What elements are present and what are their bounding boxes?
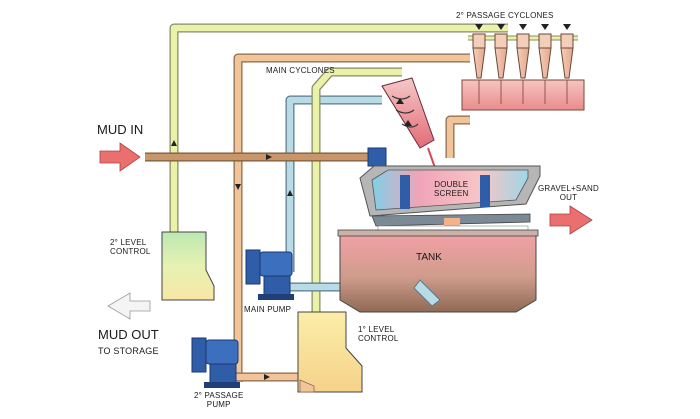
level-control-1 — [297, 311, 363, 393]
cyclone-row — [472, 33, 574, 79]
cyclone-4 — [538, 33, 552, 79]
main-cyclone — [381, 77, 441, 183]
mud-in-label: MUD IN — [97, 122, 144, 137]
main-pump — [245, 249, 294, 300]
mud-in-arrow — [99, 142, 141, 172]
double-screen-line-1: DOUBLE — [434, 180, 469, 189]
double-screen-label: DOUBLE SCREEN — [434, 180, 469, 198]
passage-cyclones-label: 2° PASSAGE CYCLONES — [456, 11, 554, 20]
cyclone-1 — [472, 33, 486, 79]
level-control-2-line-1: 2° LEVEL — [110, 238, 147, 247]
gravel-sand-line-1: GRAVEL+SAND — [538, 184, 599, 193]
cyclone-3 — [516, 33, 530, 79]
tank-label: TANK — [416, 252, 442, 263]
to-storage-label: TO STORAGE — [98, 346, 159, 356]
cyclone-5 — [560, 33, 574, 79]
level-control-1-line-2: CONTROL — [358, 334, 399, 344]
level-control-2 — [161, 231, 215, 301]
cyclone-2 — [494, 33, 508, 79]
level-control-2-label: 2° LEVEL CONTROL — [110, 238, 151, 256]
passage-cyclones — [461, 24, 585, 111]
double-screen — [359, 165, 541, 242]
tank — [337, 229, 539, 313]
level-control-1-label: 1° LEVEL CONTROL — [358, 325, 399, 343]
passage-pump-line-2: PUMP — [206, 400, 231, 410]
main-cyclones-label: MAIN CYCLONES — [266, 66, 335, 75]
mud-out-arrow — [107, 292, 151, 320]
level-control-1-line-1: 1° LEVEL — [358, 325, 395, 334]
passage-pump — [191, 337, 240, 388]
gravel-sand-label: GRAVEL+SAND OUT — [538, 184, 599, 202]
main-pump-label: MAIN PUMP — [244, 305, 292, 314]
passage-pump-line-1: 2° PASSAGE — [194, 391, 244, 400]
level-control-2-line-2: CONTROL — [110, 247, 151, 257]
mud-in-valve — [367, 147, 387, 167]
mud-out-label: MUD OUT — [98, 327, 159, 342]
double-screen-line-2: SCREEN — [434, 189, 469, 199]
gravel-sand-line-2: OUT — [559, 193, 578, 203]
gravel-sand-arrow — [549, 205, 593, 235]
passage-pump-label: 2° PASSAGE PUMP — [194, 391, 244, 409]
